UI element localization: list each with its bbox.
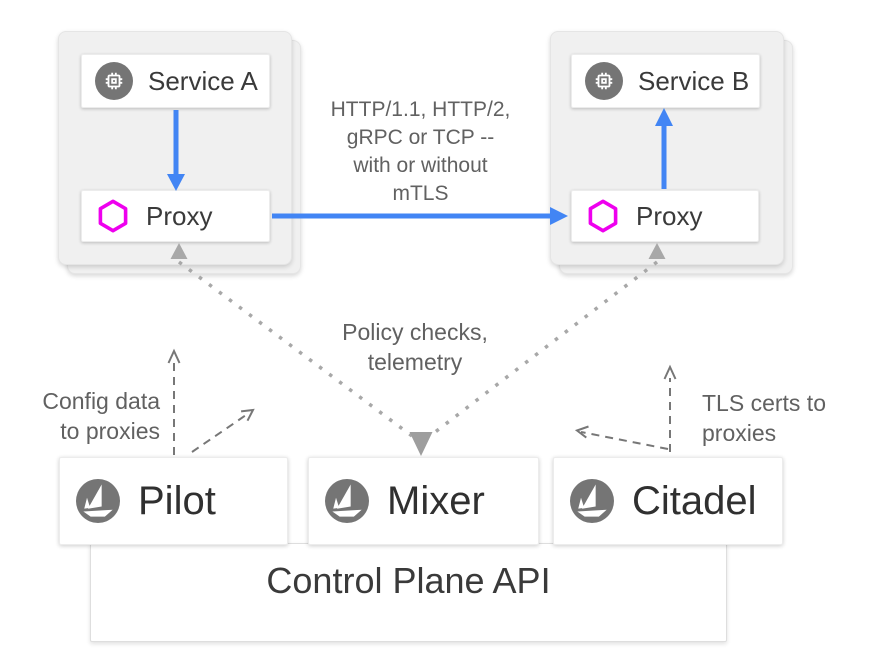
proxy-a-card: Proxy [81,190,270,242]
proxy-b-card: Proxy [571,190,759,242]
proxy-a-label: Proxy [146,200,213,231]
service-a-label: Service A [148,65,258,96]
control-plane-api-label: Control Plane API [266,560,551,601]
dashed-citadel-up-arrow [663,364,677,452]
istio-sailboat-icon [570,479,614,523]
mixer-box: Mixer [308,457,539,545]
service-b-label: Service B [638,65,750,96]
citadel-label: Citadel [632,478,757,523]
traffic-protocols-label: HTTP/1.1, HTTP/2, gRPC or TCP -- with or… [330,98,511,205]
chip-icon [585,62,623,100]
mixer-label: Mixer [387,478,485,523]
dashed-pilot-diagonal-arrow [191,408,255,453]
istio-sailboat-icon [76,479,120,523]
istio-sailboat-icon [325,479,369,523]
hexagon-icon [585,198,621,234]
service-b-card: Service B [571,54,760,108]
hexagon-icon [95,198,131,234]
dashed-citadel-diagonal-arrow [574,425,669,450]
config-data-label: Config data to proxies [42,388,160,444]
citadel-box: Citadel [553,457,783,545]
mixer-arrowhead [409,432,433,456]
proxy-b-label: Proxy [636,200,703,231]
control-plane-api-box: Control Plane API [90,543,727,642]
policy-checks-label: Policy checks, telemetry [342,319,488,375]
arrow-proxy-a-to-proxy-b [272,207,568,225]
tls-certs-label: TLS certs to proxies [702,390,826,446]
service-a-card: Service A [81,54,270,108]
chip-icon [95,62,133,100]
pilot-box: Pilot [59,457,288,545]
pilot-label: Pilot [138,478,216,523]
dashed-pilot-up-arrow [167,348,181,455]
